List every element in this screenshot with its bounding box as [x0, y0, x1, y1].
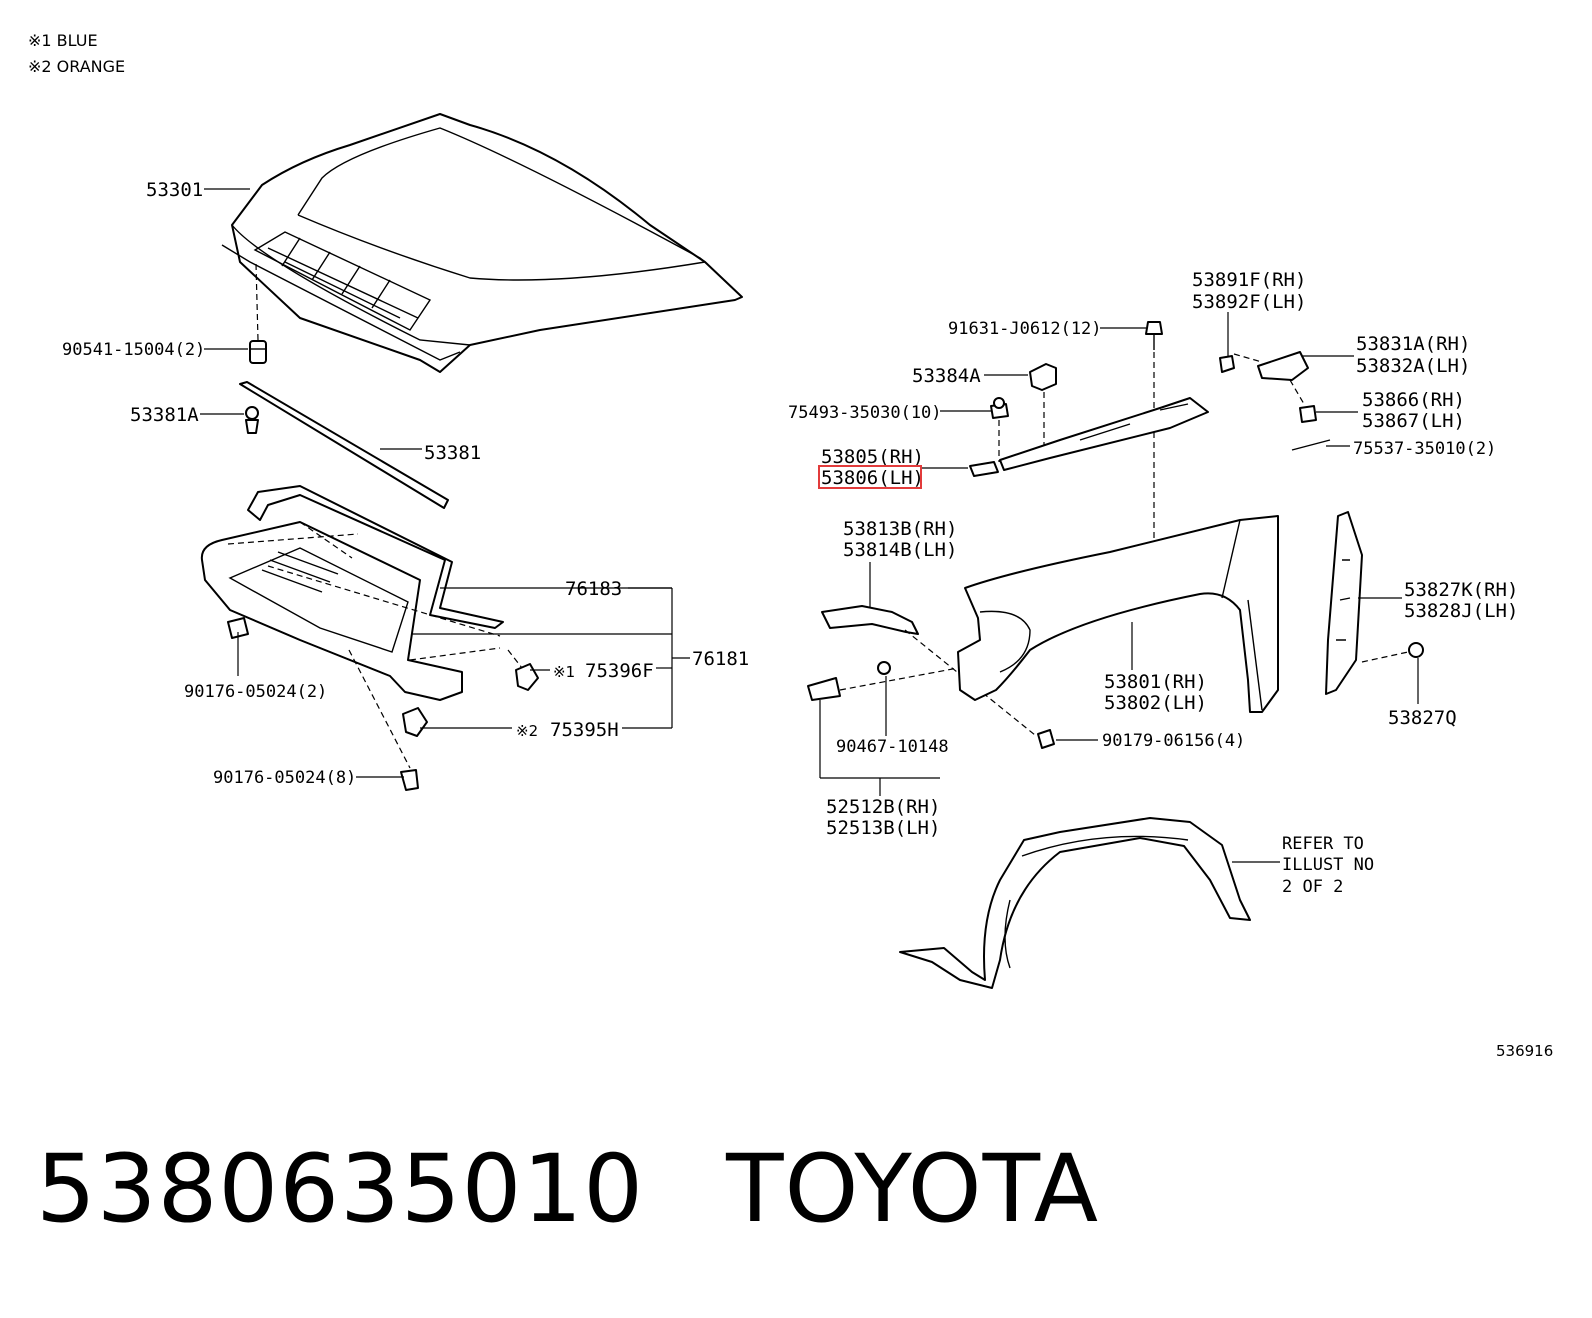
protector-clip-a[interactable]: [227, 617, 249, 639]
fender-spoiler[interactable]: [807, 677, 841, 701]
fender-tape[interactable]: [1291, 439, 1331, 451]
label-spoiler-lh: 52513B(LH): [826, 817, 940, 839]
label-clip-a: 90176-05024(2): [184, 682, 327, 702]
fender-clip-53827q[interactable]: [1408, 642, 1424, 658]
legend-orange: ※2 ORANGE: [28, 57, 126, 76]
label-screw-90179: 90179-06156(4): [1102, 731, 1245, 751]
hood-seal-clip[interactable]: [245, 406, 259, 434]
fender-bracket-53831[interactable]: [1257, 351, 1309, 381]
label-seal-53867: 53867(LH): [1362, 410, 1465, 432]
label-hood-cushion: 90541-15004(2): [62, 340, 205, 360]
label-protector-assy: 76181: [692, 648, 749, 670]
hood-panel[interactable]: [221, 113, 743, 373]
label-clip-53827q: 53827Q: [1388, 707, 1457, 729]
label-clip-b: 90176-05024(8): [213, 768, 356, 788]
label-cushion-53384a: 53384A: [912, 365, 981, 387]
fender-support-rail[interactable]: [999, 397, 1209, 471]
fender-clip-90467[interactable]: [877, 661, 891, 675]
label-refer-3: 2 OF 2: [1282, 877, 1343, 897]
hood-seal-strip[interactable]: [239, 381, 449, 509]
label-refer-2: ILLUST NO: [1282, 855, 1374, 875]
label-fender-rh: 53801(RH): [1104, 671, 1207, 693]
fender-retainer-53891[interactable]: [1219, 355, 1235, 373]
fender-liner[interactable]: [899, 817, 1251, 989]
label-protector-sub: 76183: [565, 578, 622, 600]
label-bracket-53832a: 53832A(LH): [1356, 355, 1470, 377]
hood-cushion[interactable]: [249, 340, 267, 364]
label-seal-clip: 53381A: [130, 404, 199, 426]
label-seal-53827k: 53827K(RH): [1404, 579, 1518, 601]
label-spoiler-rh: 52512B(RH): [826, 796, 940, 818]
label-bracket-53813b: 53813B(RH): [843, 518, 957, 540]
footer-part-number: 5380635010: [36, 1135, 645, 1244]
protector-clip-b[interactable]: [400, 769, 419, 791]
label-fender-lh: 53802(LH): [1104, 692, 1207, 714]
fender-seal-53827[interactable]: [1325, 511, 1363, 695]
diagram-id: 536916: [1496, 1042, 1554, 1060]
label-clip-90467: 90467-10148: [836, 737, 949, 757]
label-bracket-53831a: 53831A(RH): [1356, 333, 1470, 355]
label-bracket-53814b: 53814B(LH): [843, 539, 957, 561]
fender-retainer[interactable]: [969, 461, 999, 477]
protector-clip-blue[interactable]: [515, 663, 539, 691]
fender-cushion[interactable]: [1029, 363, 1057, 391]
legend-blue: ※1 BLUE: [28, 31, 98, 50]
label-retainer-53892f: 53892F(LH): [1192, 291, 1306, 313]
label-tape-75537: 75537-35010(2): [1353, 439, 1496, 459]
fender-clip-75493[interactable]: [990, 397, 1009, 419]
fender-screw[interactable]: [1037, 729, 1055, 749]
label-clip-blue-mark: ※1: [553, 663, 575, 681]
label-seal: 53381: [424, 442, 481, 464]
label-hood: 53301: [146, 179, 203, 201]
label-retainer-lh: 53806(LH): [821, 467, 924, 489]
label-retainer-rh: 53805(RH): [821, 446, 924, 468]
protector-sub-frame[interactable]: [247, 485, 504, 629]
label-seal-53866: 53866(RH): [1362, 389, 1465, 411]
label-clip-orange: 75395H: [550, 719, 619, 741]
protector-clip-orange[interactable]: [402, 707, 428, 737]
label-clip-blue: 75396F: [585, 660, 654, 682]
fender-bolt[interactable]: [1145, 321, 1163, 350]
front-fender-panel[interactable]: [957, 515, 1279, 713]
label-seal-53828j: 53828J(LH): [1404, 600, 1518, 622]
footer-brand: TOYOTA: [726, 1135, 1100, 1244]
highlight-frame: [818, 465, 922, 489]
label-bolt-top: 91631-J0612(12): [948, 319, 1102, 339]
fender-seal-53866[interactable]: [1299, 405, 1317, 423]
fender-bracket-53813[interactable]: [821, 605, 919, 635]
label-clip-orange-mark: ※2: [516, 722, 538, 740]
label-refer-1: REFER TO: [1282, 834, 1364, 854]
label-retainer-53891f: 53891F(RH): [1192, 269, 1306, 291]
label-clip-75493: 75493-35030(10): [788, 403, 942, 423]
